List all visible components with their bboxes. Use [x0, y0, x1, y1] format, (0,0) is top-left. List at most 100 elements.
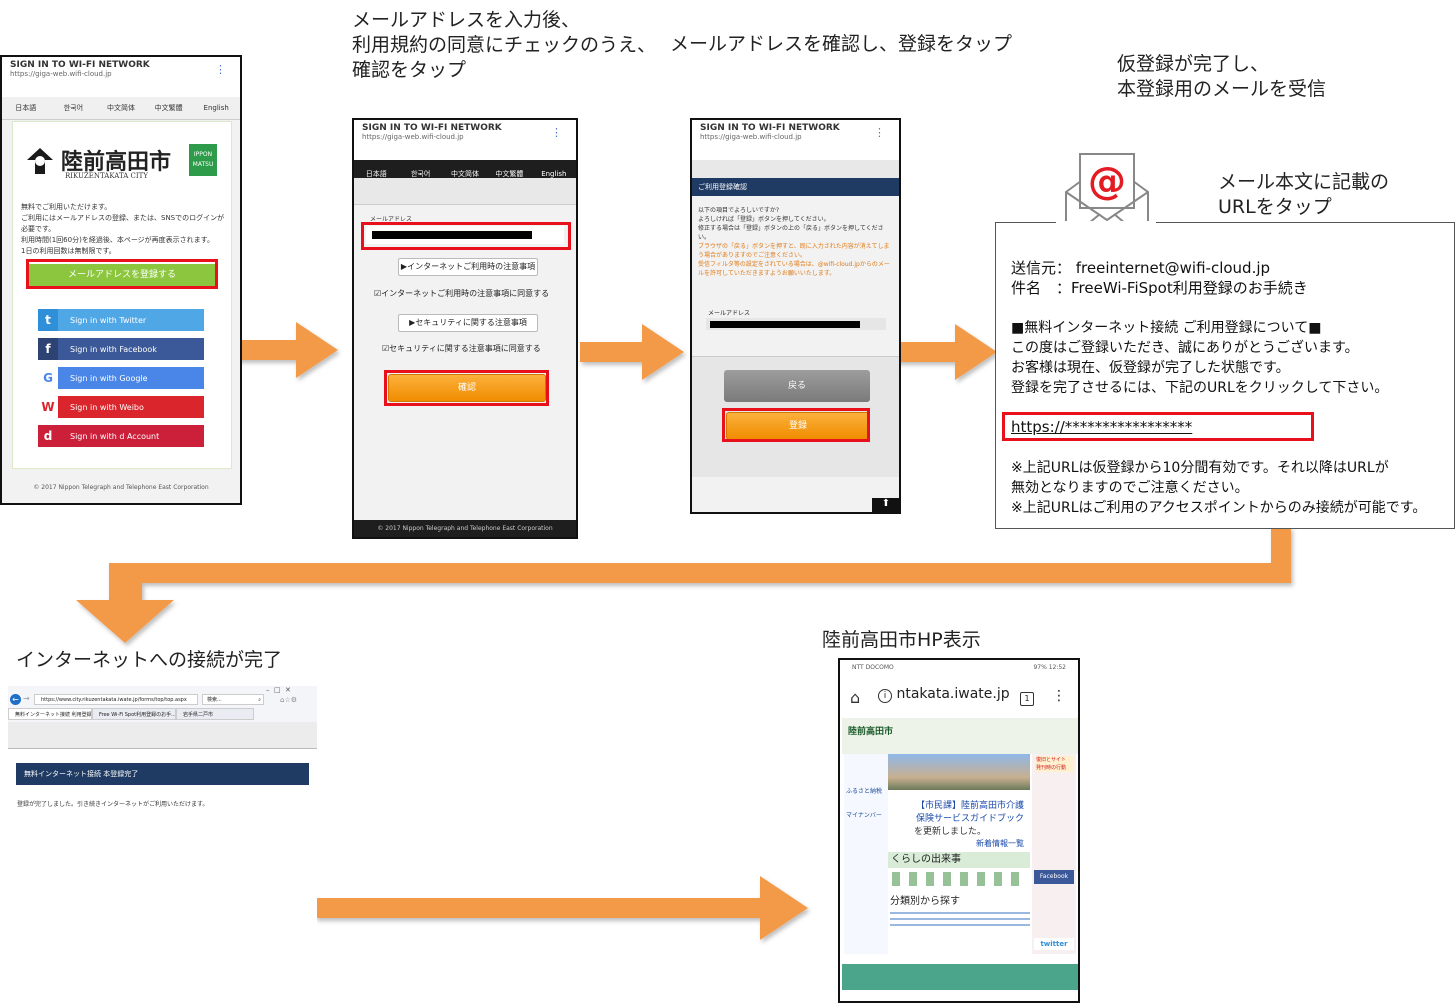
agree-security-checkbox[interactable]: ☑セキュリティに関する注意事項に同意する — [382, 344, 541, 353]
lang-ko[interactable]: 한국어 — [410, 170, 431, 178]
lang-zh-hant[interactable]: 中文繁體 — [154, 104, 183, 112]
scroll-top-icon[interactable]: ⬆ — [872, 498, 899, 512]
arrow-email-to-browser — [76, 527, 1291, 643]
search-icon: ⌕ — [258, 697, 261, 703]
email-masked-value — [710, 321, 860, 328]
portal-title: SIGN IN TO WI-FI NETWORK — [362, 123, 502, 133]
notice-button-security[interactable]: ▶セキュリティに関する注意事項 — [398, 314, 538, 332]
twitter-banner[interactable]: twitter — [1034, 938, 1074, 950]
home-icon[interactable]: ⌂ — [850, 688, 861, 707]
caption-step4b: メール本文に記載の URLをタップ — [1218, 171, 1390, 218]
email-value — [706, 318, 886, 330]
info-icon: i — [878, 689, 892, 703]
hero-photo — [888, 754, 1030, 790]
email-label: メールアドレス — [370, 216, 413, 223]
disaster-banner[interactable]: 復旧とサイト 発刊時の行動 — [1036, 756, 1074, 772]
lang-en[interactable]: English — [203, 104, 229, 112]
city-name: 陸前高田市 — [61, 149, 172, 175]
city-address-bar[interactable]: i ntakata.iwate.jp — [878, 686, 1010, 703]
left-sidebar — [844, 754, 888, 954]
form-band — [354, 178, 576, 205]
maximize-icon[interactable]: □ — [273, 686, 281, 694]
bullet-2: ご利用にはメールアドレスの登録、または、SNSでのログインが必要です。 — [21, 214, 225, 233]
news-title[interactable]: 【市民課】陸前高田市介護 — [916, 801, 1025, 811]
home-star-gear-icons[interactable]: ⌂☆⚙ — [280, 696, 297, 704]
more-news-link[interactable]: 新着情報一覧 — [976, 839, 1024, 848]
tab-count-icon[interactable]: 1 — [1020, 692, 1034, 706]
lang-zh-hans[interactable]: 中文简体 — [106, 104, 135, 112]
more-vert-icon[interactable]: ⋮ — [215, 63, 226, 76]
back-arrow-icon[interactable]: ← — [10, 694, 21, 705]
lang-ja[interactable]: 日本語 — [365, 170, 387, 178]
email-note-1: ※上記URLは仮登録から10分間有効です。それ以降はURLが — [1011, 460, 1389, 476]
bullet-3: 利用時間(1回60分)を経過後、本ページが再度表示されます。 — [21, 236, 214, 244]
search-box[interactable]: 検索...⌕ — [202, 694, 264, 705]
forward-arrow-icon[interactable]: → — [23, 694, 30, 703]
portal-title: SIGN IN TO WI-FI NETWORK — [700, 123, 840, 133]
city-roman: RIKUZENTAKATA CITY — [65, 172, 148, 180]
city-url: ntakata.iwate.jp — [896, 686, 1010, 702]
twitter-icon: t — [38, 309, 58, 331]
section-category: 分類別から探す — [890, 896, 960, 907]
minimize-icon[interactable]: – — [266, 686, 270, 694]
lang-ja[interactable]: 日本語 — [15, 104, 37, 112]
portal-url: https://giga-web.wifi-cloud.jp — [10, 70, 112, 78]
tab-3[interactable]: 岩手県二戸市 — [176, 708, 254, 720]
daccount-icon: d — [38, 425, 58, 447]
city-seal-icon — [25, 146, 55, 176]
address-bar[interactable]: https://www.city.rikuzentakata.iwate.jp/… — [34, 694, 198, 705]
info-bullets: 無料でご利用いただけます。 ご利用にはメールアドレスの登録、または、SNSでのロ… — [21, 202, 225, 257]
confirm-header: ご利用登録確認 — [692, 178, 899, 196]
email-input[interactable] — [366, 226, 564, 244]
tab-1[interactable]: 無料インターネット接続 利用登録 — [8, 708, 92, 720]
email-subject: 件名 ：FreeWi-FiSpot利用登録のお手続き — [1011, 279, 1308, 297]
news-line3: を更新しました。 — [914, 827, 987, 837]
window-controls: – □ ✕ — [266, 686, 291, 694]
lang-zh-hant[interactable]: 中文繁體 — [495, 170, 524, 178]
lang-zh-hans[interactable]: 中文简体 — [451, 170, 480, 178]
agree-internet-checkbox[interactable]: ☑インターネットご利用時の注意事項に同意する — [374, 289, 550, 298]
browser-menu-icon[interactable]: ⋮ — [1052, 688, 1066, 704]
google-icon: G — [38, 367, 58, 389]
site-logo: 陸前高田市 — [848, 727, 894, 737]
portal-title: SIGN IN TO WI-FI NETWORK — [10, 60, 150, 70]
register-email-button[interactable]: メールアドレスを登録する — [29, 264, 215, 286]
status-carrier: NTT DOCOMO — [852, 664, 894, 671]
side-label-mynumber[interactable]: マイナンバー — [846, 812, 882, 819]
lang-en[interactable]: English — [541, 170, 567, 178]
address-text: https://www.city.rikuzentakata.iwate.jp/… — [41, 697, 187, 703]
email-url-link[interactable]: https://***************** — [1011, 418, 1193, 436]
right-sidebar — [1032, 754, 1076, 954]
more-vert-icon[interactable]: ⋮ — [874, 126, 885, 139]
news-line2[interactable]: 保険サービスガイドブック — [916, 814, 1025, 824]
page-band — [8, 722, 317, 749]
tab-2[interactable]: Free Wi-Fi Spot利用登録のお手... — [92, 708, 176, 720]
email-body-1: この度はご登録いただき、誠にありがとうございます。 — [1011, 340, 1359, 356]
more-vert-icon[interactable]: ⋮ — [551, 126, 562, 139]
facebook-icon: f — [38, 338, 58, 360]
weibo-icon: W — [38, 396, 58, 418]
caption-step6: 陸前高田市HP表示 — [822, 629, 981, 651]
confirm-text: 以下の項目でよろしいですか? よろしければ「登録」ボタンを押してください。 修正… — [698, 207, 890, 277]
notice-button-internet[interactable]: ▶インターネットご利用時の注意事項 — [398, 258, 538, 276]
email-body-2: お客様は現在、仮登録が完了した状態です。 — [1011, 360, 1290, 376]
bullet-4: 1日の利用回数は無制限です。 — [21, 247, 116, 255]
lang-ko[interactable]: 한국어 — [63, 104, 84, 112]
side-label-furusato[interactable]: ふるさと納税 — [846, 788, 883, 795]
living-icons — [892, 872, 1028, 886]
register-button[interactable]: 登録 — [726, 412, 870, 440]
facebook-banner[interactable]: Facebook — [1034, 870, 1074, 884]
caption-step3: メールアドレスを確認し、登録をタップ — [670, 33, 1013, 55]
email-note-3: ※上記URLはご利用のアクセスポイントからのみ接続が可能です。 — [1011, 500, 1427, 516]
email-masked-value — [372, 231, 532, 239]
complete-header: 無料インターネット接続 本登録完了 — [16, 763, 309, 785]
confirm-button[interactable]: 確認 — [388, 374, 546, 402]
close-icon[interactable]: ✕ — [285, 686, 291, 694]
back-button[interactable]: 戻る — [724, 370, 870, 402]
